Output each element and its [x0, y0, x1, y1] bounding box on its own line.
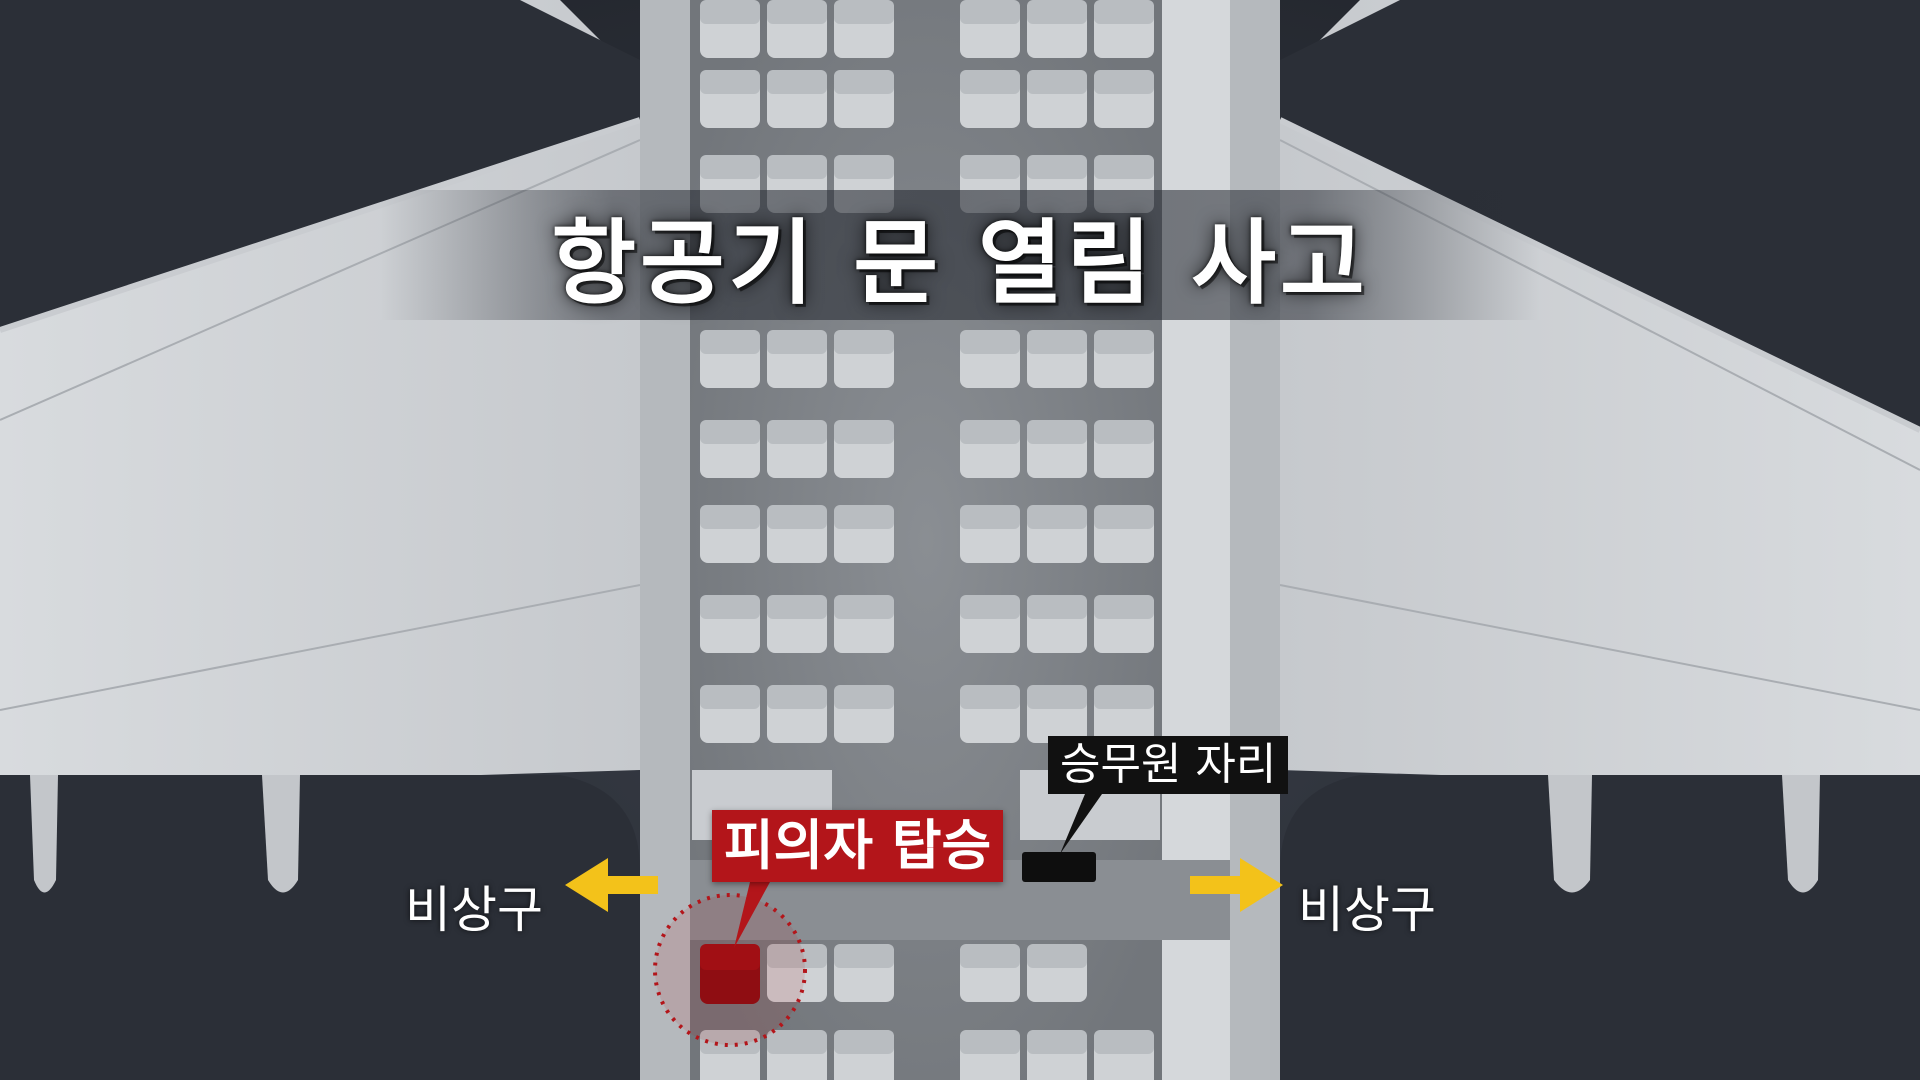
- seat-right-r3-c2: [1094, 330, 1154, 388]
- seat-left-r3-c1: [767, 330, 827, 388]
- right-wing-edge: [1278, 117, 1920, 433]
- crew-tag-pointer: [1060, 794, 1102, 854]
- seat-right-r5-c2: [1094, 505, 1154, 563]
- seat-left-r5-c1: [767, 505, 827, 563]
- seat-right-r1-c2: [1094, 70, 1154, 128]
- seat-right-r6-c0: [960, 595, 1020, 653]
- seat-left-r4-c2: [834, 420, 894, 478]
- seat-left-r5-c2: [834, 505, 894, 563]
- title-backdrop: [380, 190, 1540, 320]
- arrow-left-icon: [565, 858, 658, 912]
- suspect-seat-top: [700, 944, 760, 970]
- seat-rear-left-r0-c2: [834, 944, 894, 1002]
- seat-right-r5-c1: [1027, 505, 1087, 563]
- seat-right-r6-c2: [1094, 595, 1154, 653]
- seat-rear-right-r0-c1: [1027, 944, 1087, 1002]
- headline-title: 항공기 문 열림 사고: [551, 209, 1369, 317]
- seat-left-r7-c2: [834, 685, 894, 743]
- emergency-exit-right-label: 비상구: [1298, 881, 1436, 939]
- right-ground: [1280, 775, 1920, 1080]
- left-flap-fairing-1: [30, 775, 58, 893]
- seat-right-r1-c1: [1027, 70, 1087, 128]
- seat-right-r3-c0: [960, 330, 1020, 388]
- seat-rear-right-r1-c0: [960, 1030, 1020, 1080]
- seat-rear-right-r0-c0: [960, 944, 1020, 1002]
- seat-right-r6-c1: [1027, 595, 1087, 653]
- seat-rear-left-r1-c1: [767, 1030, 827, 1080]
- seat-rows: [700, 0, 1154, 1080]
- seat-right-r3-c1: [1027, 330, 1087, 388]
- seat-right-r7-c0: [960, 685, 1020, 743]
- seat-right-r7-c2: [1094, 685, 1154, 743]
- seat-left-r0-c0: [700, 0, 760, 58]
- right-wing-line-2: [1279, 584, 1920, 711]
- seat-left-r1-c1: [767, 70, 827, 128]
- arrow-right-icon: [1190, 858, 1283, 912]
- seat-right-r4-c2: [1094, 420, 1154, 478]
- seat-left-r3-c2: [834, 330, 894, 388]
- seat-left-r4-c0: [700, 420, 760, 478]
- right-wing-dark-top: [1280, 0, 1920, 430]
- fuselage-left-rail: [640, 0, 690, 1080]
- seat-right-r0-c1: [1027, 0, 1087, 58]
- seat-right-r7-c1: [1027, 685, 1087, 743]
- suspect-seat-label: 피의자 탑승: [712, 810, 1004, 882]
- seat-left-r7-c0: [700, 685, 760, 743]
- seat-left-r1-c2: [834, 70, 894, 128]
- seat-right-r5-c0: [960, 505, 1020, 563]
- seat-left-r4-c1: [767, 420, 827, 478]
- crew-seat-label: 승무원 자리: [1048, 736, 1289, 794]
- seat-left-r6-c2: [834, 595, 894, 653]
- seat-right-r0-c2: [1094, 0, 1154, 58]
- crew-seat: [1022, 852, 1096, 882]
- left-wing-line-2: [0, 584, 641, 711]
- left-wing-line-1: [0, 139, 641, 421]
- seat-left-r3-c0: [700, 330, 760, 388]
- emergency-exit-left-label: 비상구: [405, 881, 543, 939]
- seat-rear-left-r0-c1: [767, 944, 827, 1002]
- seat-left-r1-c0: [700, 70, 760, 128]
- right-flap-fairing-2: [1782, 775, 1820, 893]
- seat-left-r5-c0: [700, 505, 760, 563]
- right-flap-fairing-1: [1548, 775, 1592, 893]
- seat-rear-left-r1-c2: [834, 1030, 894, 1080]
- fuselage-right-rail: [1230, 0, 1280, 1080]
- seat-left-r0-c1: [767, 0, 827, 58]
- seat-left-r0-c2: [834, 0, 894, 58]
- seat-right-r1-c0: [960, 70, 1020, 128]
- left-wing-edge: [0, 117, 641, 333]
- seat-left-r6-c0: [700, 595, 760, 653]
- seat-left-r6-c1: [767, 595, 827, 653]
- left-wing-dark-top: [0, 0, 640, 330]
- seat-left-r7-c1: [767, 685, 827, 743]
- seat-rear-right-r1-c1: [1027, 1030, 1087, 1080]
- left-ground: [0, 775, 640, 1080]
- seat-right-r4-c0: [960, 420, 1020, 478]
- seat-right-r4-c1: [1027, 420, 1087, 478]
- left-flap-fairing-2: [262, 775, 300, 893]
- suspect-tag-pointer: [734, 882, 770, 948]
- seat-rear-right-r1-c2: [1094, 1030, 1154, 1080]
- seat-right-r0-c0: [960, 0, 1020, 58]
